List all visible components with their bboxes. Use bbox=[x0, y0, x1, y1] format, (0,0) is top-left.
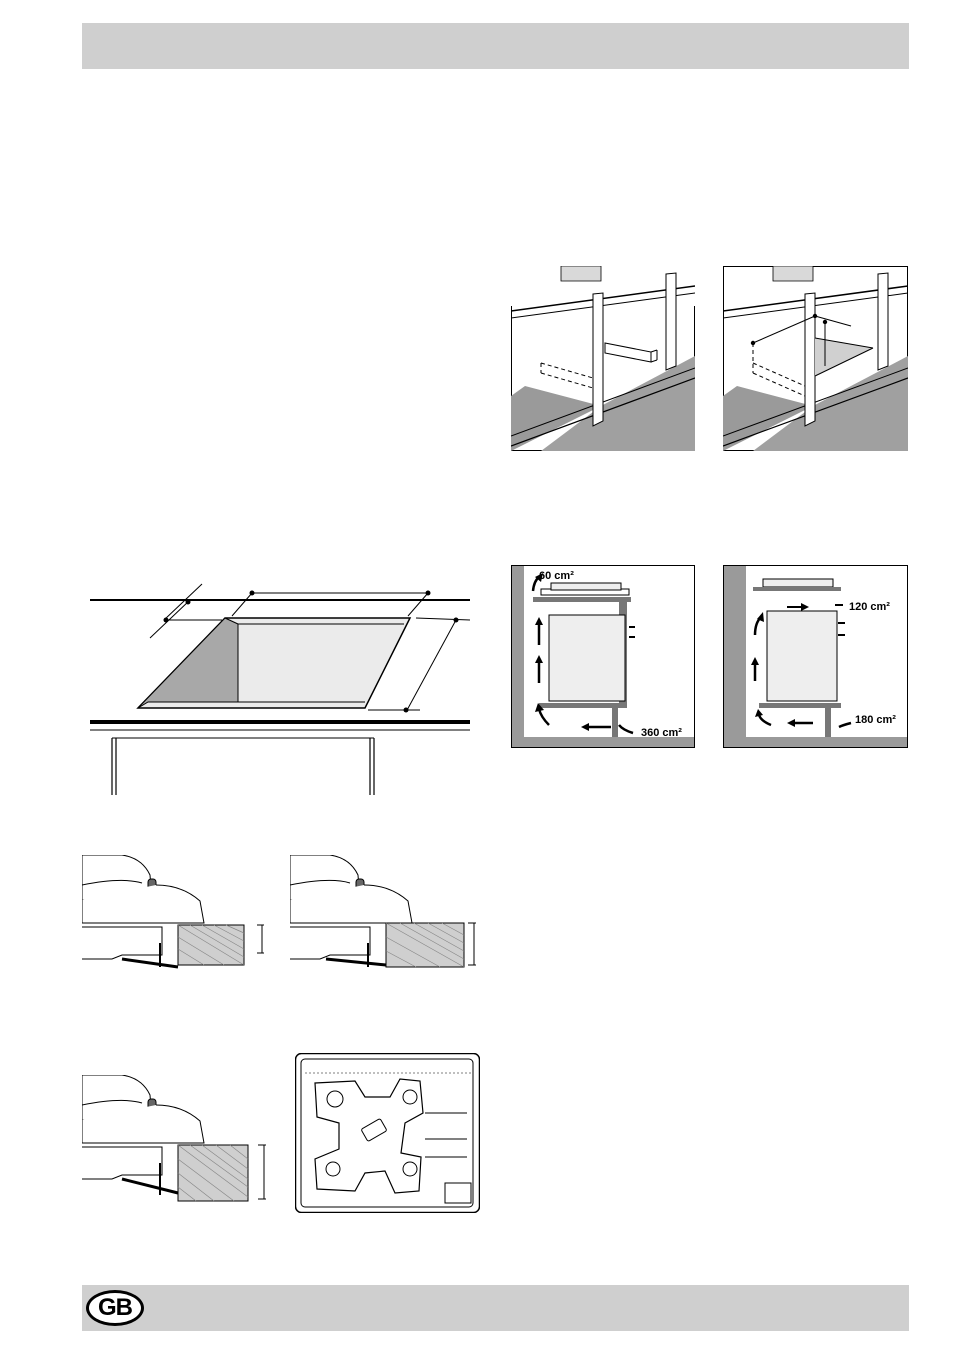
clamp-detail-thick-worktop bbox=[290, 855, 480, 973]
cabinet-drawing-shelf bbox=[723, 266, 908, 451]
ventilation-diagram-a: 60 cm² 360 cm² bbox=[511, 565, 695, 748]
clamp-detail-thin-worktop bbox=[82, 855, 272, 973]
footer-bar bbox=[82, 1285, 909, 1331]
bottom-opening-label-b: 180 cm² bbox=[855, 714, 896, 726]
top-opening-label-a: 60 cm² bbox=[539, 570, 574, 582]
hob-underside-drawing bbox=[295, 1053, 480, 1213]
cabinet-drawing-batten bbox=[511, 266, 695, 451]
worktop-cutout-drawing bbox=[90, 580, 470, 800]
ventilation-diagram-b: 120 cm² 180 cm² bbox=[723, 565, 908, 748]
clamp-detail-deep-worktop bbox=[82, 1075, 272, 1205]
country-badge: GB bbox=[86, 1290, 144, 1326]
header-bar bbox=[82, 23, 909, 69]
bottom-opening-label-a: 360 cm² bbox=[641, 727, 682, 739]
top-opening-label-b: 120 cm² bbox=[849, 601, 890, 613]
